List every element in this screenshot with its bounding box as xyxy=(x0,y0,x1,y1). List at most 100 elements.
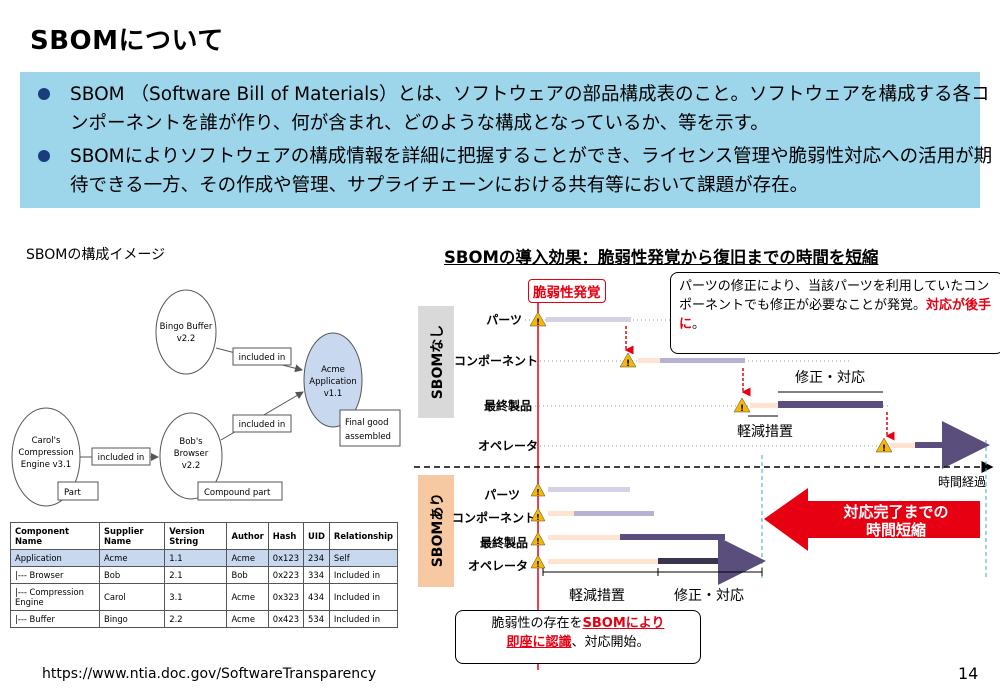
bullet-2: SBOMによりソフトウェアの構成情報を詳細に把握することができ、ライセンス管理や… xyxy=(34,142,1000,200)
bullet-1-text: SBOM （Software Bill of Materials）とは、ソフトウ… xyxy=(70,84,990,134)
svg-text:!: ! xyxy=(536,560,540,569)
tag-final-2: assembled xyxy=(345,432,391,442)
row-parts-top: パーツ xyxy=(486,313,522,327)
cell: 534 xyxy=(303,610,330,628)
cell: 0x423 xyxy=(267,610,305,628)
col-uid: UID xyxy=(303,522,330,550)
svg-text:!: ! xyxy=(536,488,540,497)
table-header-row: Component Name Supplier Name Version Str… xyxy=(10,522,399,550)
warning-icon: ! xyxy=(530,482,546,497)
arrow-text-2: 時間短縮 xyxy=(866,521,926,539)
vuln-found-tag: 脆弱性発覚 xyxy=(528,279,606,303)
cell: 0x223 xyxy=(267,566,305,584)
node-bingo xyxy=(155,289,217,375)
cell: 0x123 xyxy=(267,549,305,567)
col-component: Component Name xyxy=(10,522,100,550)
mitigation-label-bottom: 軽減措置 xyxy=(569,587,625,604)
svg-text:!: ! xyxy=(536,318,540,328)
svg-text:!: ! xyxy=(536,513,540,522)
node-bob-l2: Browser xyxy=(174,449,209,459)
cell: 434 xyxy=(303,583,330,611)
without-sbom-label: SBOMなし xyxy=(430,325,446,400)
cell: Acme xyxy=(98,549,166,567)
edge-label-1: included in xyxy=(239,353,286,363)
sbom-table: Component Name Supplier Name Version Str… xyxy=(10,522,399,628)
bullet-dot-icon xyxy=(38,150,50,162)
tag-part: Part xyxy=(64,488,81,498)
cell: Application xyxy=(10,549,100,567)
bullet-2-text: SBOMによりソフトウェアの構成情報を詳細に把握することができ、ライセンス管理や… xyxy=(70,146,993,196)
svg-text:!: ! xyxy=(882,444,886,454)
cell: Self xyxy=(328,549,399,567)
warning-icon: ! xyxy=(619,352,637,369)
svg-text:!: ! xyxy=(740,404,744,414)
cell: Bob xyxy=(226,566,269,584)
cell: 234 xyxy=(303,549,330,567)
callout-bottom-2: 、対応開始。 xyxy=(571,635,650,650)
tag-final-1: Final good xyxy=(345,418,388,428)
cell: 1.1 xyxy=(164,549,228,567)
mitigation-label-top: 軽減措置 xyxy=(737,423,793,440)
timeline-diagram: SBOMなし SBOMあり パーツ コンポーネント 最終製品 オペレータ ! !… xyxy=(414,300,994,670)
col-relationship: Relationship xyxy=(328,522,399,550)
node-bob xyxy=(159,412,223,500)
node-bingo-ver: v2.2 xyxy=(177,334,196,344)
svg-text:!: ! xyxy=(536,537,540,546)
node-carol-name: Carol's xyxy=(32,436,61,446)
fix-label-bottom: 修正・対応 xyxy=(674,588,744,604)
warning-icon: ! xyxy=(530,531,546,546)
source-url[interactable]: https://www.ntia.doc.gov/SoftwareTranspa… xyxy=(42,666,377,682)
edge-label-2: included in xyxy=(239,420,286,430)
cell: 334 xyxy=(303,566,330,584)
callout-top-end: 。 xyxy=(692,317,706,332)
tag-compound: Compound part xyxy=(204,488,271,498)
edge-label-3: included in xyxy=(98,453,145,463)
cell: |--- Browser xyxy=(10,566,100,584)
cell: Included in xyxy=(328,583,399,611)
warning-icon: ! xyxy=(530,554,546,569)
bullet-dot-icon xyxy=(38,88,50,100)
sbom-image-label: SBOMの構成イメージ xyxy=(26,247,166,263)
warning-icon: ! xyxy=(530,507,546,522)
cell: Acme xyxy=(226,583,269,611)
row-final-bottom: 最終製品 xyxy=(480,535,528,550)
node-carol-l2: Compression xyxy=(18,448,73,458)
row-final-top: 最終製品 xyxy=(484,398,532,413)
with-sbom-label: SBOMあり xyxy=(430,493,446,568)
page-title: SBOMについて xyxy=(30,26,224,56)
cell: Bob xyxy=(98,566,166,584)
arrow-text-1: 対応完了までの xyxy=(842,503,948,521)
callout-top: パーツの修正により、当該パーツを利用していたコンポーネントでも修正が必要なことが… xyxy=(670,272,1000,354)
callout-bottom-red2: 即座に認識 xyxy=(506,635,572,650)
without-sbom-bg xyxy=(418,306,454,418)
node-acme-ver: v1.1 xyxy=(324,389,343,399)
node-acme xyxy=(303,332,363,428)
cell: Acme xyxy=(226,610,269,628)
warning-icon: ! xyxy=(875,437,893,454)
node-bob-l3: v2.2 xyxy=(182,461,201,471)
col-version: Version String xyxy=(164,522,228,550)
summary-box: SBOM （Software Bill of Materials）とは、ソフトウ… xyxy=(20,72,992,208)
cell: Included in xyxy=(328,610,399,628)
cell: 2.1 xyxy=(164,566,228,584)
svg-text:!: ! xyxy=(626,359,630,369)
cell: |--- Compression Engine xyxy=(10,583,100,611)
node-acme-app: Application xyxy=(309,377,357,387)
cell: Acme xyxy=(226,549,269,567)
col-supplier: Supplier Name xyxy=(98,522,166,550)
row-operator-bottom: オペレータ xyxy=(468,559,528,573)
node-acme-name: Acme xyxy=(321,365,345,375)
page-number: 14 xyxy=(958,664,979,683)
node-bob-name: Bob's xyxy=(179,437,203,447)
bullet-1: SBOM （Software Bill of Materials）とは、ソフトウ… xyxy=(34,80,1000,138)
row-component-top: コンポーネント xyxy=(454,353,538,368)
